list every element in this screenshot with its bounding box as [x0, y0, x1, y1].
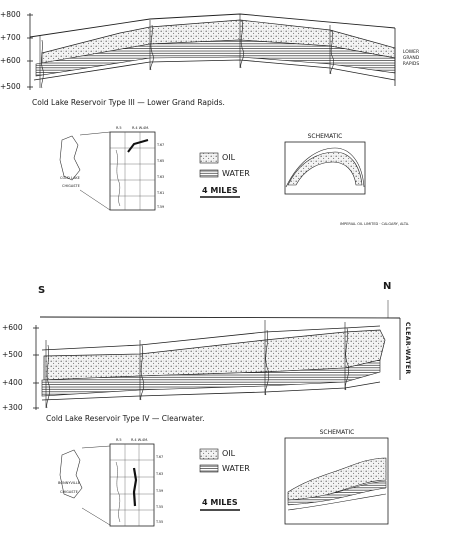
top-well-log — [239, 14, 244, 69]
top-cross-section — [27, 13, 396, 90]
bottom-township-label: T.55 — [156, 505, 164, 509]
bottom-well-log — [139, 340, 144, 401]
bottom-well-log — [45, 340, 50, 409]
top-schematic — [284, 141, 366, 195]
top-elevation-label: +800 — [0, 10, 21, 19]
top-map-connector — [79, 189, 111, 211]
top-map-range-label: R.5 — [116, 126, 122, 130]
bottom-map-connector — [81, 445, 111, 449]
top-map-frame — [109, 131, 156, 211]
bottom-oil-legend-label: OIL — [222, 449, 236, 458]
bottom-schematic-title: SCHEMATIC — [319, 429, 355, 436]
top-well-log — [149, 20, 154, 71]
bottom-schematic — [284, 437, 389, 525]
top-oil-legend-label: OIL — [222, 153, 236, 162]
top-schematic-title: SCHEMATIC — [307, 133, 343, 140]
bottom-top-border — [39, 316, 401, 319]
bottom-cross-section — [33, 300, 401, 410]
bottom-elevation-label: +500 — [2, 350, 23, 359]
bottom-map-range-label: R.5 — [116, 438, 122, 442]
top-elevation-label: +700 — [0, 33, 21, 42]
top-lake-outline — [59, 135, 81, 181]
top-elevation-label: +500 — [0, 82, 21, 91]
bottom-water-swatch — [199, 464, 219, 473]
bottom-township-label: T.55 — [156, 520, 164, 524]
top-township-label: T.65 — [157, 159, 165, 163]
bottom-map-range-label: R.4 W.4M. — [131, 438, 149, 442]
top-oil-swatch — [199, 152, 219, 164]
bottom-township-label: T.67 — [156, 455, 164, 459]
south-direction-label: S — [38, 285, 46, 296]
top-town-label: CHIGASTE — [62, 184, 80, 188]
top-water-swatch — [199, 169, 219, 178]
top-map-river — [115, 149, 121, 207]
top-section-line — [127, 139, 149, 153]
bottom-town-label: BONNYVILLE — [58, 481, 81, 485]
top-township-label: T.59 — [157, 205, 165, 209]
top-township-label: T.67 — [157, 143, 165, 147]
bottom-section-line — [132, 467, 138, 507]
top-caption: Cold Lake Reservoir Type III — Lower Gra… — [32, 98, 225, 107]
bottom-water-legend-label: WATER — [222, 464, 250, 473]
top-formation-label: LOWER GRAND RAPIDS — [402, 50, 420, 67]
bottom-township-label: T.63 — [156, 472, 164, 476]
bottom-map-connector — [81, 507, 111, 526]
top-elevation-label: +600 — [0, 56, 21, 65]
top-map-range-label: R.4 W.4M. — [132, 126, 150, 130]
bottom-oil-swatch — [199, 448, 219, 460]
bottom-well-log — [344, 322, 349, 391]
top-well-log — [39, 36, 44, 89]
bottom-township-label: T.59 — [156, 489, 164, 493]
bottom-map-frame — [109, 443, 155, 527]
top-scale-label: 4 MILES — [202, 186, 238, 195]
north-direction-label: N — [383, 281, 392, 292]
bottom-well-log — [264, 320, 269, 396]
bottom-elevation-label: +300 — [2, 403, 23, 412]
top-surface-line — [29, 13, 396, 38]
bottom-water-layers — [41, 359, 381, 397]
bottom-caption: Cold Lake Reservoir Type IV — Clearwater… — [46, 414, 205, 423]
top-well-log — [329, 25, 334, 75]
bottom-scale-label: 4 MILES — [202, 498, 238, 507]
top-map-connector — [79, 131, 111, 136]
top-water-legend-label: WATER — [222, 169, 250, 178]
bottom-elevation-label: +400 — [2, 378, 23, 387]
bottom-town-label: CHIGASTE — [60, 490, 78, 494]
top-township-label: T.61 — [157, 191, 165, 195]
bottom-location-map — [59, 443, 155, 527]
top-location-map — [59, 131, 156, 211]
bottom-map-river — [115, 461, 121, 523]
top-township-label: T.63 — [157, 175, 165, 179]
bottom-elevation-label: +600 — [2, 323, 23, 332]
bottom-formation-label: CLEAR-WATER — [404, 322, 411, 375]
top-town-label: COLD LAKE — [60, 176, 80, 180]
bottom-lake-outline — [59, 449, 83, 499]
top-footnote: IMPERIAL OIL LIMITED · CALGARY, ALTA. — [340, 222, 410, 226]
